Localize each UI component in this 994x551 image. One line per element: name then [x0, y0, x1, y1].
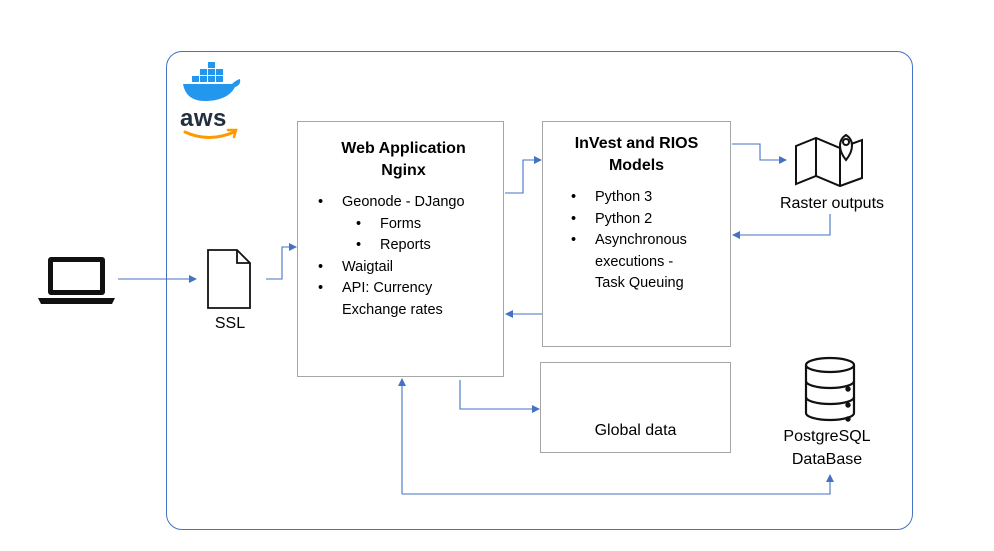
map-pin-icon: [795, 133, 863, 188]
arrow-webapp-to-models: [505, 156, 542, 194]
list-item: API: Currency: [314, 278, 504, 300]
laptop-icon: [38, 257, 115, 304]
arrow-ssl-to-webapp: [266, 243, 297, 280]
models-box: InVest and RIOS Models Python 3 Python 2…: [542, 121, 731, 347]
list-item: Python 3: [567, 187, 732, 209]
arrow-webapp-to-globaldata: [459, 380, 540, 413]
web-application-box: Web Application Nginx Geonode - DJango F…: [297, 121, 504, 377]
web-application-list: Geonode - DJango Forms Reports Waigtail …: [314, 192, 504, 321]
database-icon: [804, 356, 856, 422]
arrow-raster-to-models: [732, 214, 831, 239]
list-item: Reports: [314, 235, 504, 257]
web-application-title: Web Application Nginx: [298, 138, 503, 182]
database-label-line1: PostgreSQL: [783, 428, 871, 445]
list-item-continuation: Exchange rates: [342, 301, 443, 318]
docker-logo: [183, 62, 241, 101]
list-item: Waigtail: [314, 257, 504, 279]
ssl-label: SSL: [214, 315, 246, 332]
raster-outputs-label: Raster outputs: [779, 195, 885, 212]
global-data-box: Global data: [540, 362, 731, 453]
list-item-continuation: Task Queuing: [595, 275, 684, 291]
models-title-line1: InVest and RIOS: [574, 135, 699, 152]
aws-docker-container-frame: [166, 51, 913, 530]
aws-logo: aws: [180, 105, 238, 139]
list-item: Geonode - DJango: [314, 192, 504, 214]
models-list: Python 3 Python 2 Asynchronous execution…: [567, 187, 732, 295]
models-title: InVest and RIOS Models: [543, 133, 730, 177]
web-application-title-line2: Nginx: [381, 162, 426, 179]
aws-logo-text: aws: [180, 105, 227, 132]
database-label-line2: DataBase: [791, 451, 863, 468]
list-item: Asynchronous: [567, 230, 732, 252]
web-application-title-line1: Web Application: [341, 140, 466, 157]
document-icon: [207, 249, 251, 309]
arrow-models-to-raster: [732, 143, 787, 164]
global-data-label: Global data: [594, 422, 677, 439]
database-label: PostgreSQL DataBase: [771, 425, 883, 471]
list-item-continuation: executions -: [595, 253, 674, 270]
arrow-webapp-to-db: [402, 474, 834, 495]
list-item: Forms: [314, 214, 504, 236]
list-item: Python 2: [567, 209, 732, 231]
models-title-line2: Models: [608, 157, 665, 174]
